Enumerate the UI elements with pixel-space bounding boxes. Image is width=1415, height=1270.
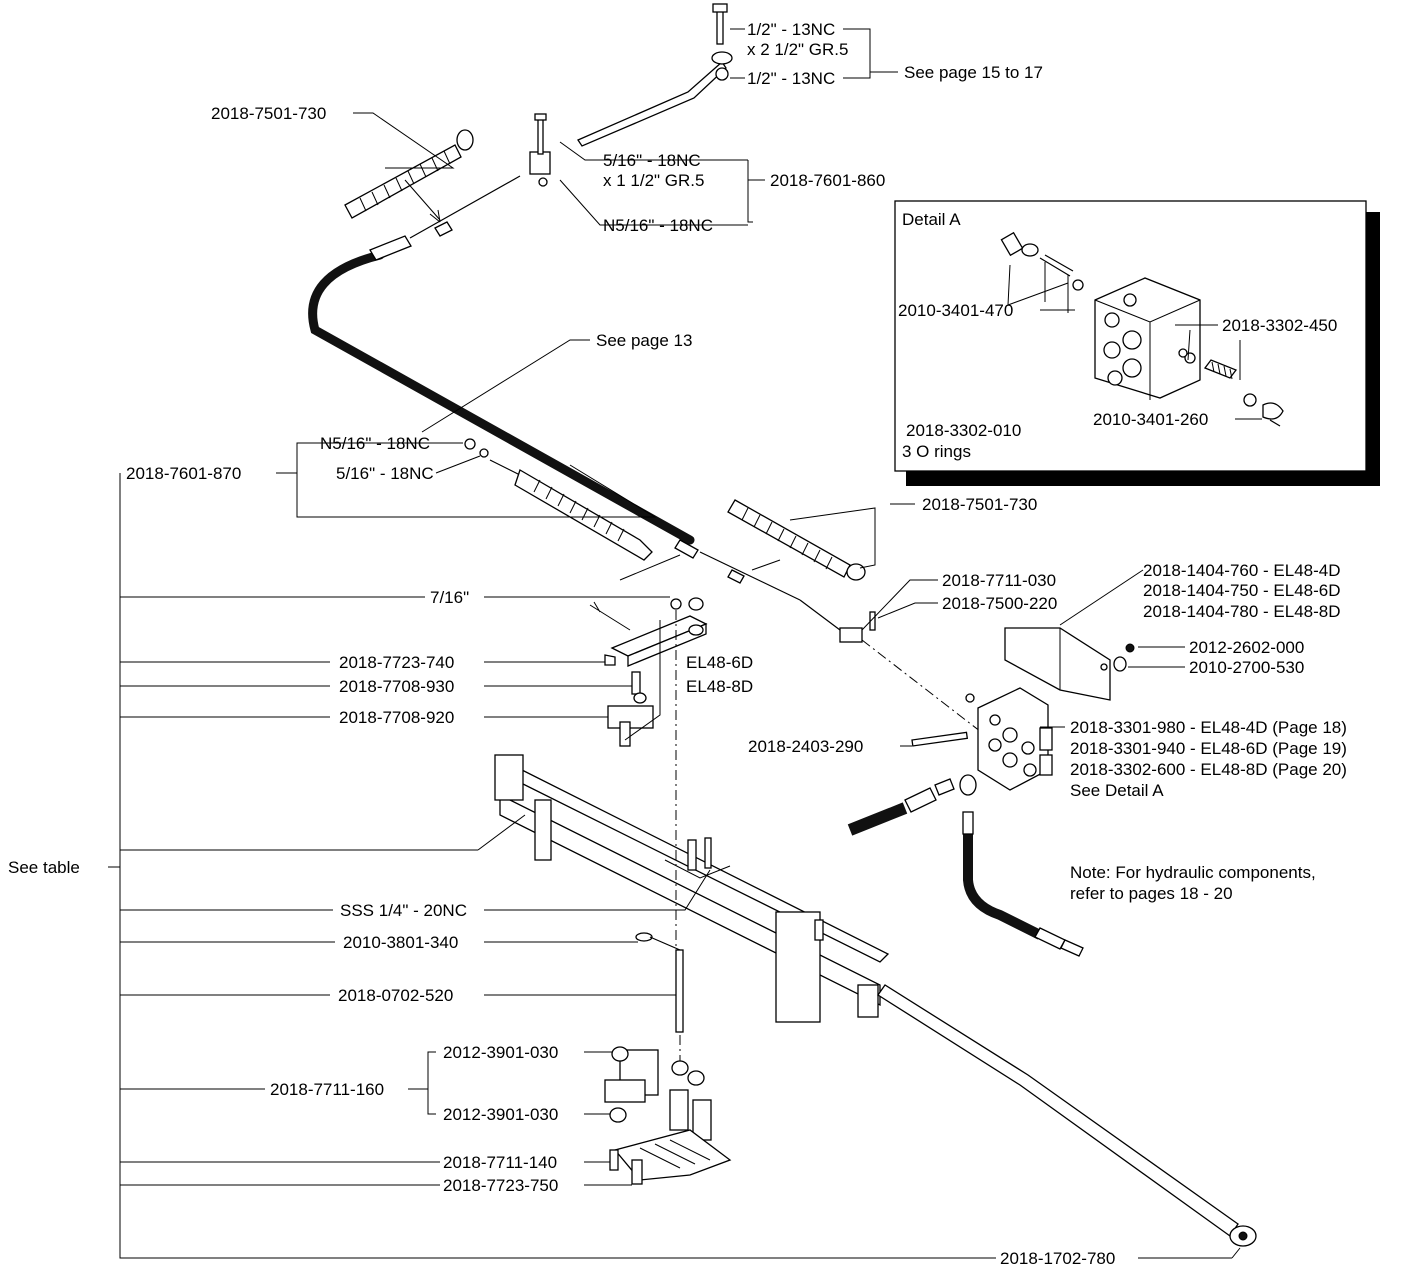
boot-top — [344, 129, 474, 219]
label-bolt-516-len: x 1 1/2" GR.5 — [603, 171, 704, 190]
part-labels: 1/2" - 13NC x 2 1/2" GR.5 1/2" - 13NC Se… — [8, 20, 1347, 1268]
label-valve-4d: 2018-3301-980 - EL48-4D (Page 18) — [1070, 718, 1347, 737]
detail-cap-label: 2010-3401-260 — [1093, 410, 1208, 429]
leader-lines — [108, 28, 1241, 1259]
label-nut-right: 2012-2602-000 — [1189, 638, 1304, 657]
label-cover-4d: 2018-1404-760 - EL48-4D — [1143, 561, 1341, 580]
label-valve-8d: 2018-3302-600 - EL48-8D (Page 20) — [1070, 760, 1347, 779]
boot-right — [727, 499, 866, 581]
label-spacer-930: 2018-7708-930 — [339, 677, 454, 696]
detail-valve-illustration — [1000, 231, 1284, 427]
detail-a-title: Detail A — [902, 210, 961, 229]
label-valve-6d: 2018-3301-940 - EL48-6D (Page 19) — [1070, 739, 1347, 758]
label-washer-right: 2010-2700-530 — [1189, 658, 1304, 677]
label-clamp-kit: 2018-7601-860 — [770, 171, 885, 190]
label-nut-030-b: 2012-3901-030 — [443, 1105, 558, 1124]
label-base-140: 2018-7711-140 — [443, 1153, 557, 1172]
label-rod: 2018-0702-520 — [338, 986, 453, 1005]
valve-body — [911, 687, 1053, 791]
hydraulic-hoses — [847, 774, 1084, 957]
label-nut-top: 1/2" - 13NC — [747, 69, 835, 88]
label-nut-516-b: 5/16" - 18NC — [336, 464, 434, 483]
label-see-page-13: See page 13 — [596, 331, 692, 350]
label-note-2: refer to pages 18 - 20 — [1070, 884, 1233, 903]
bracket-assembly — [589, 554, 708, 747]
top-linkage — [529, 3, 733, 187]
label-see-page-15-17: See page 15 to 17 — [904, 63, 1043, 82]
label-cover-6d: 2018-1404-750 - EL48-6D — [1143, 581, 1341, 600]
label-nut-n516: N5/16" - 18NC — [603, 216, 713, 235]
label-cotter: 2010-3801-340 — [343, 933, 458, 952]
mount-frame — [494, 754, 1257, 1247]
label-el48-8d: EL48-8D — [686, 677, 753, 696]
label-pin: 2018-7500-220 — [942, 594, 1057, 613]
label-spring-kit: 2018-7601-870 — [126, 464, 241, 483]
label-bracket-920: 2018-7708-920 — [339, 708, 454, 727]
label-el48-6d: EL48-6D — [686, 653, 753, 672]
label-clevis: 2018-7711-030 — [942, 571, 1056, 590]
label-cover-8d: 2018-1404-780 - EL48-8D — [1143, 602, 1341, 621]
label-washer-716: 7/16" — [430, 588, 469, 607]
spring-assembly — [464, 438, 653, 561]
label-boot-right: 2018-7501-730 — [922, 495, 1037, 514]
label-bolt-290: 2018-2403-290 — [748, 737, 863, 756]
valve-cover — [1004, 627, 1135, 701]
label-base-750: 2018-7723-750 — [443, 1176, 558, 1195]
label-note-1: Note: For hydraulic components, — [1070, 863, 1316, 882]
control-cable — [308, 175, 841, 631]
pivot-assembly — [604, 1046, 732, 1185]
label-sss: SSS 1/4" - 20NC — [340, 901, 467, 920]
label-bolt-top: 1/2" - 13NC — [747, 20, 835, 39]
label-handle: 2018-1702-780 — [1000, 1249, 1115, 1268]
label-bracket-740: 2018-7723-740 — [339, 653, 454, 672]
detail-a-box: Detail A 2010-3401-470 2018-3302-450 — [894, 200, 1380, 486]
label-boot-top: 2018-7501-730 — [211, 104, 326, 123]
detail-orings-desc: 3 O rings — [902, 442, 971, 461]
label-pivot: 2018-7711-160 — [270, 1080, 384, 1099]
label-nut-030-a: 2012-3901-030 — [443, 1043, 558, 1062]
label-see-table: See table — [8, 858, 80, 877]
detail-orings-part: 2018-3302-010 — [906, 421, 1021, 440]
label-bolt-top-len: x 2 1/2" GR.5 — [747, 40, 848, 59]
detail-spool-label: 2010-3401-470 — [898, 301, 1013, 320]
label-bolt-516: 5/16" - 18NC — [603, 151, 701, 170]
detail-seal-kit-label: 2018-3302-450 — [1222, 316, 1337, 335]
label-see-detail-a: See Detail A — [1070, 781, 1164, 800]
label-nut-n516-b: N5/16" - 18NC — [320, 434, 430, 453]
clevis-pin — [839, 611, 986, 736]
